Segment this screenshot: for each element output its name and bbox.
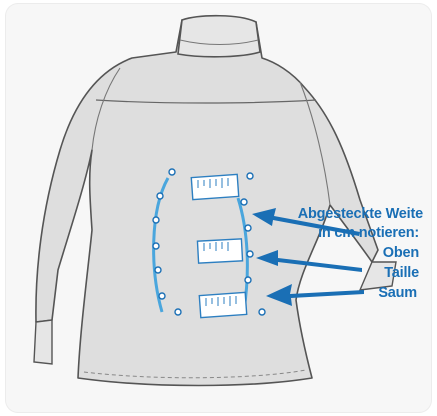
tape-measure-icon xyxy=(191,174,246,317)
shirt-body xyxy=(36,20,378,386)
annotation-item-taille: Taille xyxy=(384,266,419,281)
annotation-item-saum: Saum xyxy=(378,286,417,301)
annotation-heading-line2: in cm notieren: xyxy=(318,226,419,241)
left-cuff xyxy=(34,320,52,364)
annotation-heading-line1: Abgesteckte Weite xyxy=(298,207,423,222)
annotation-item-oben: Oben xyxy=(383,246,419,261)
shirt-collar xyxy=(178,16,260,57)
